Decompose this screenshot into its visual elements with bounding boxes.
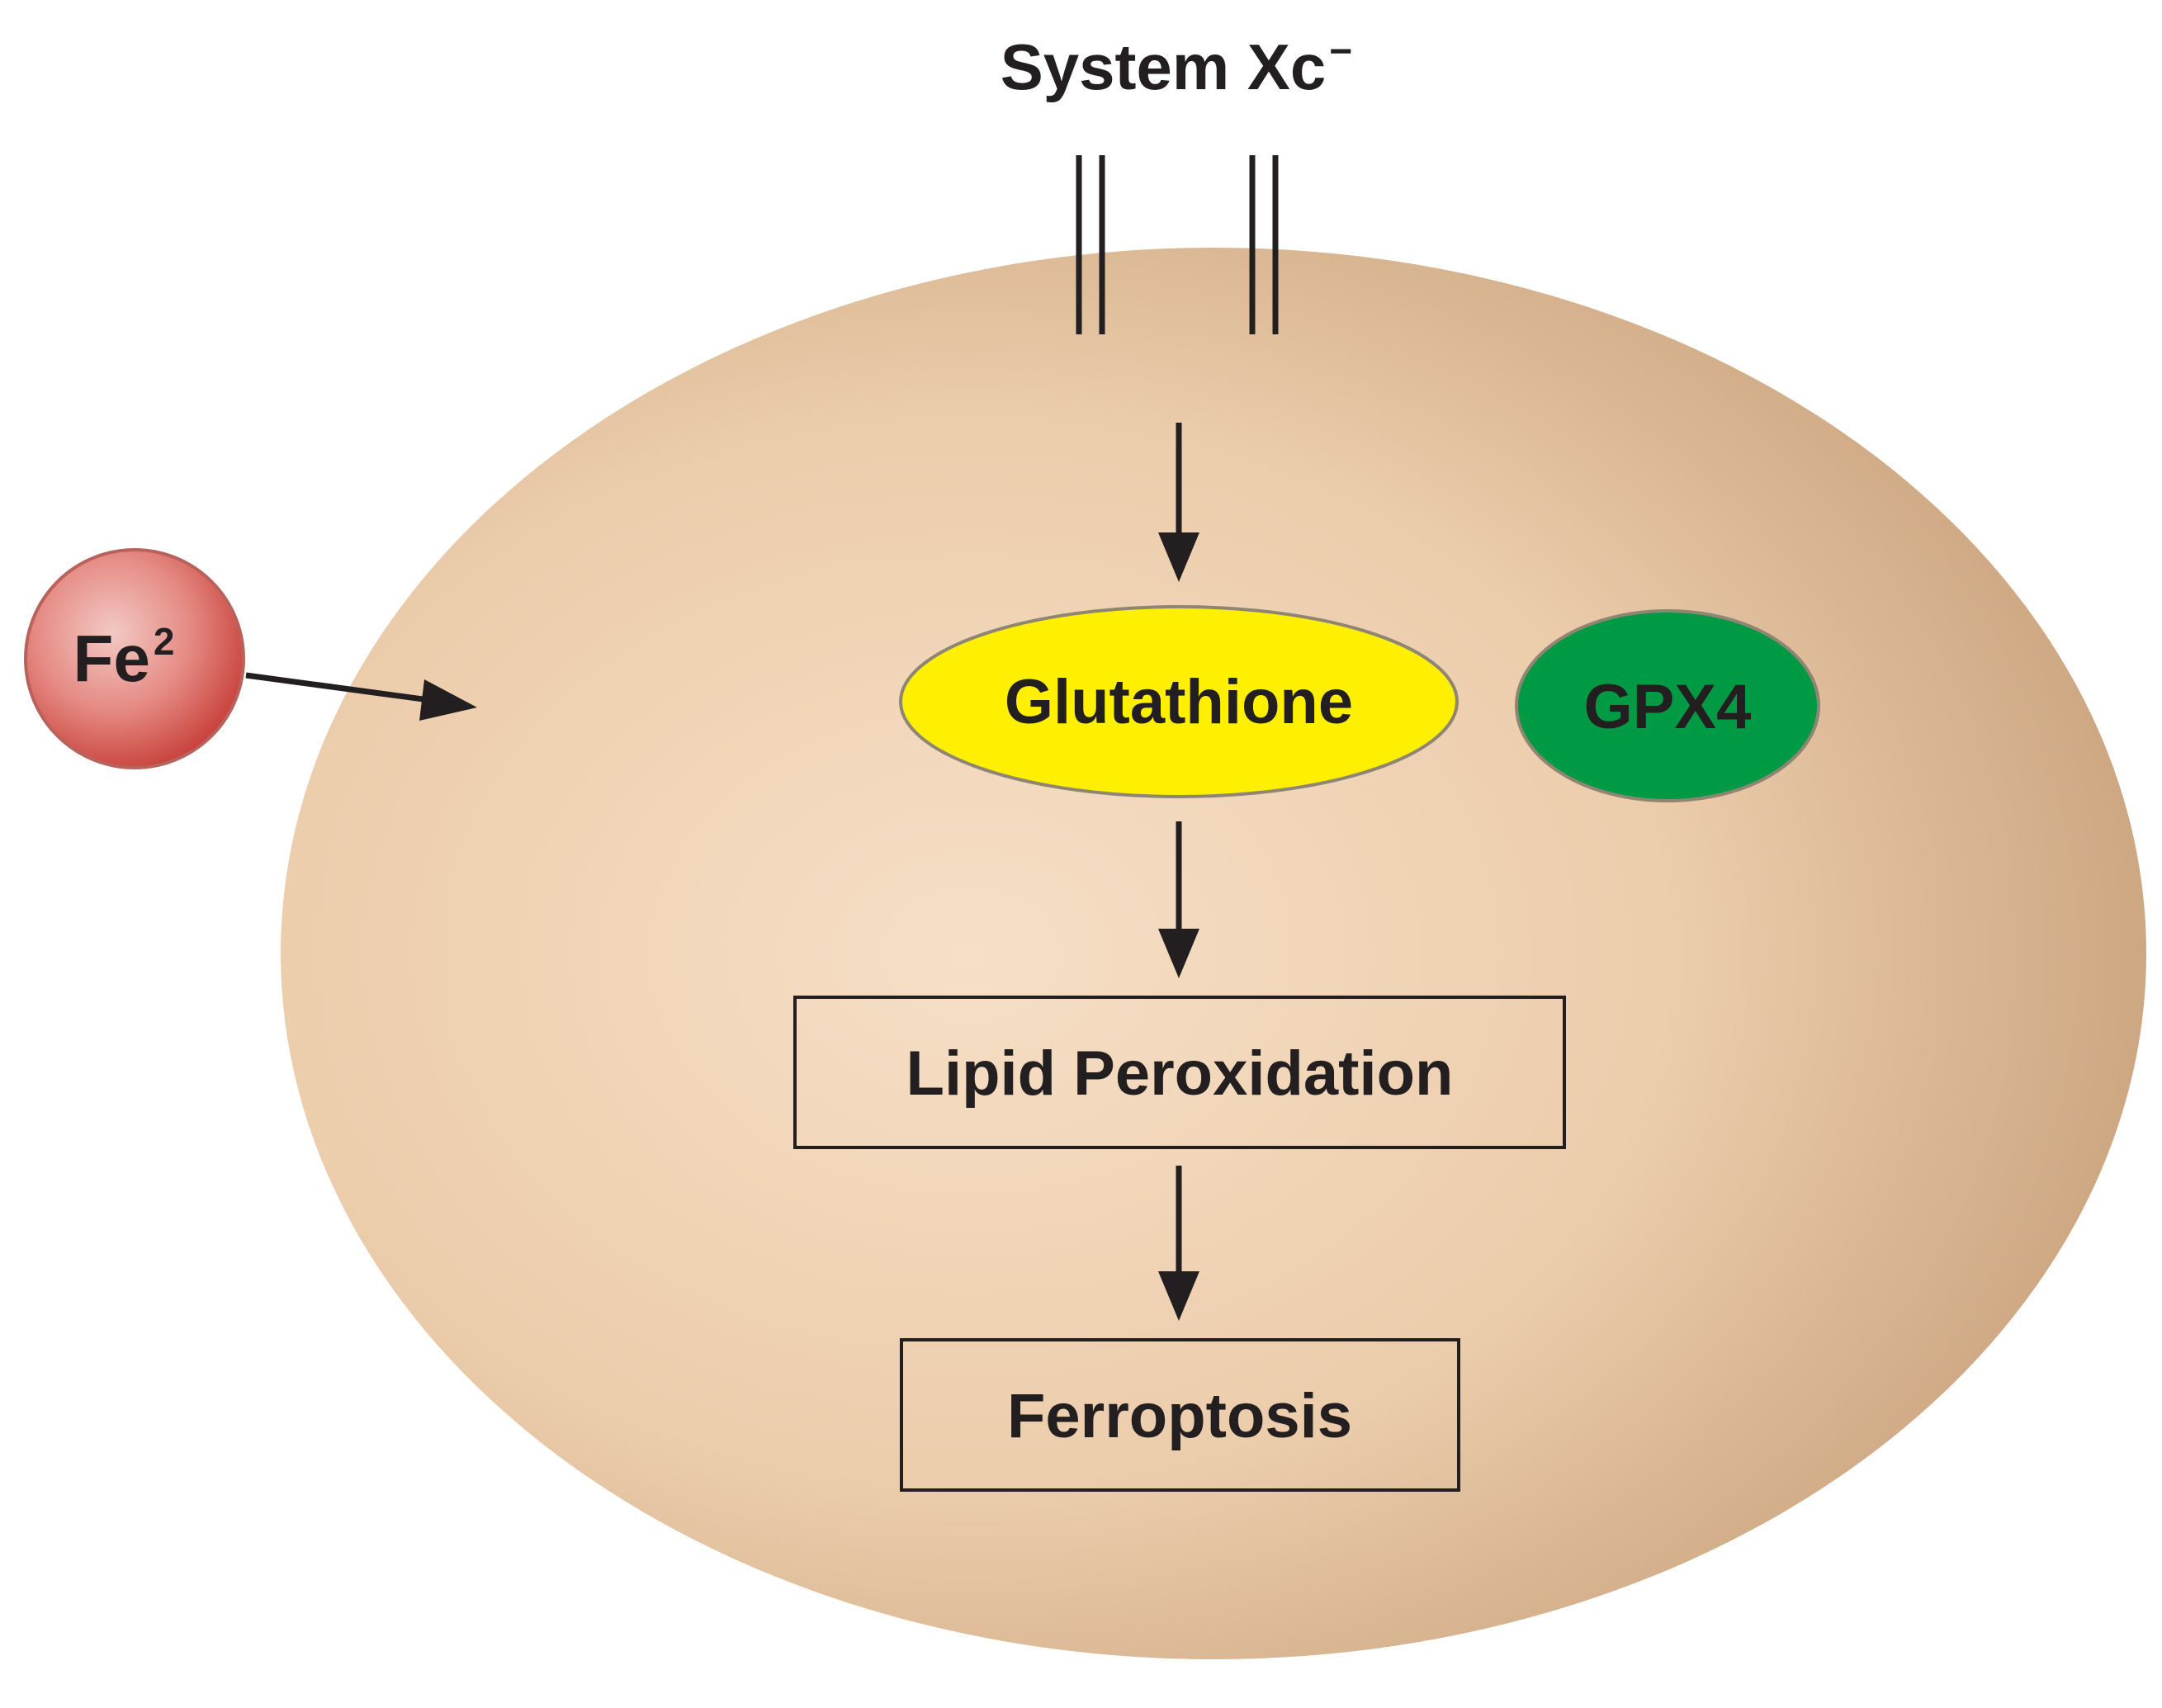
transporter-channel-icon [1076,155,1279,334]
glutathione-label: Glutathione [1005,667,1353,737]
gpx4-label: GPX4 [1584,672,1752,742]
arrow-glutathione-to-lipid-peroxidation [1158,821,1199,978]
ferroptosis-box [900,1338,1460,1492]
arrow-lipid-peroxidation-to-ferroptosis [1158,1166,1199,1321]
cell-body [281,248,2146,1659]
lipid-peroxidation-box [793,996,1566,1149]
arrow-iron-into-cell [245,672,477,721]
lipid-peroxidation-label: Lipid Peroxidation [906,1039,1454,1109]
glutathione-node [899,605,1459,798]
arrow-transporter-to-glutathione [1158,423,1199,582]
transporter-label: System Xc− [1001,30,1353,103]
iron-label: Fe2 [73,620,175,695]
iron-ion-icon [24,548,245,769]
gpx4-node [1515,609,1820,802]
ferroptosis-label: Ferroptosis [1007,1381,1352,1451]
